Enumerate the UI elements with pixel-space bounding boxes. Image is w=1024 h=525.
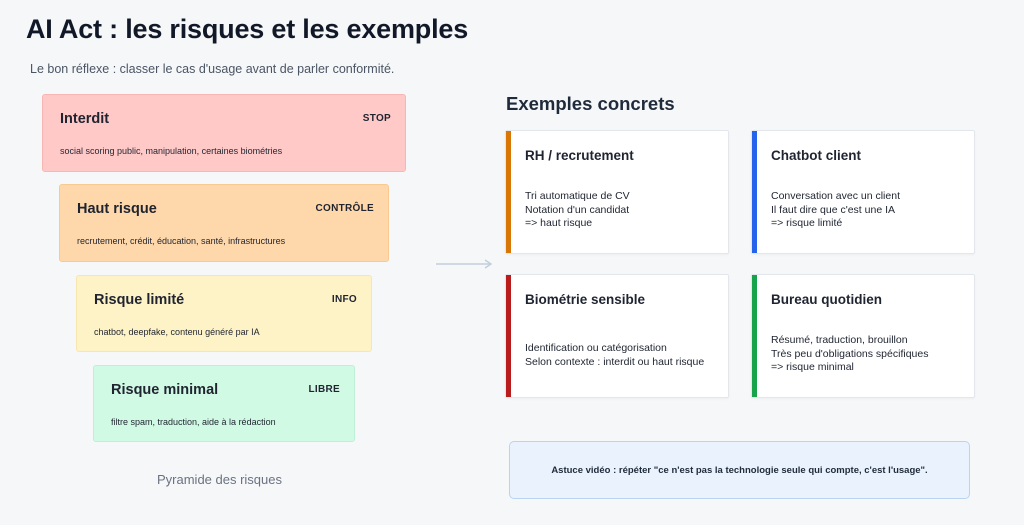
example-card-chatbot: Chatbot client Conversation avec un clie… [751, 130, 975, 254]
card-line: Il faut dire que c'est une IA [771, 203, 895, 216]
card-line: Très peu d'obligations spécifiques [771, 347, 929, 360]
card-lines: Tri automatique de CV Notation d'un cand… [525, 190, 630, 231]
tier-description: filtre spam, traduction, aide à la rédac… [111, 417, 276, 427]
tier-haut-risque: Haut risque CONTRÔLE recrutement, crédit… [59, 184, 389, 262]
card-line: => risque limité [771, 217, 843, 229]
page-subtitle: Le bon réflexe : classer le cas d'usage … [30, 62, 395, 76]
tier-name: Risque minimal [111, 382, 219, 398]
tier-interdit: Interdit STOP social scoring public, man… [42, 94, 406, 172]
tier-description: chatbot, deepfake, contenu généré par IA [94, 327, 260, 337]
tier-tag: INFO [331, 294, 357, 305]
tip-box: Astuce vidéo : répéter "ce n'est pas la … [509, 441, 970, 499]
card-accent-bar [506, 131, 511, 253]
tier-tag: LIBRE [308, 384, 340, 395]
card-lines: Identification ou catégorisation Selon c… [525, 342, 704, 369]
tier-name: Haut risque [77, 201, 157, 217]
card-line: Notation d'un candidat [525, 203, 630, 216]
card-line: => haut risque [525, 217, 593, 229]
card-accent-bar [506, 275, 511, 397]
example-card-rh: RH / recrutement Tri automatique de CV N… [505, 130, 729, 254]
card-accent-bar [752, 275, 757, 397]
card-title: Bureau quotidien [771, 292, 882, 307]
tier-tag: CONTRÔLE [315, 203, 374, 214]
tier-name: Risque limité [94, 292, 185, 308]
arrow-right-icon [436, 259, 493, 269]
examples-title: Exemples concrets [506, 93, 675, 114]
tip-text: Astuce vidéo : répéter "ce n'est pas la … [551, 464, 928, 476]
card-title: RH / recrutement [525, 148, 634, 163]
card-line: Selon contexte : interdit ou haut risque [525, 355, 705, 368]
tier-description: social scoring public, manipulation, cer… [60, 146, 283, 156]
tier-description: recrutement, crédit, éducation, santé, i… [77, 236, 286, 246]
card-line: Résumé, traduction, brouillon [771, 334, 908, 346]
tier-risque-minimal: Risque minimal LIBRE filtre spam, traduc… [93, 365, 355, 442]
example-card-bureau: Bureau quotidien Résumé, traduction, bro… [751, 274, 975, 398]
pyramid-caption: Pyramide des risques [157, 472, 282, 487]
card-line: Tri automatique de CV [525, 190, 630, 202]
example-card-biometrie: Biométrie sensible Identification ou cat… [505, 274, 729, 398]
card-line: => risque minimal [771, 361, 854, 373]
tier-tag: STOP [362, 113, 391, 124]
card-line: Conversation avec un client [771, 190, 900, 202]
card-accent-bar [752, 131, 757, 253]
card-title: Chatbot client [771, 148, 861, 163]
card-title: Biométrie sensible [525, 292, 646, 307]
tier-risque-limite: Risque limité INFO chatbot, deepfake, co… [76, 275, 372, 352]
card-lines: Résumé, traduction, brouillon Très peu d… [771, 334, 928, 375]
tier-name: Interdit [60, 111, 110, 127]
card-line: Identification ou catégorisation [525, 342, 667, 354]
card-lines: Conversation avec un client Il faut dire… [771, 190, 900, 231]
page-title: AI Act : les risques et les exemples [26, 14, 469, 44]
